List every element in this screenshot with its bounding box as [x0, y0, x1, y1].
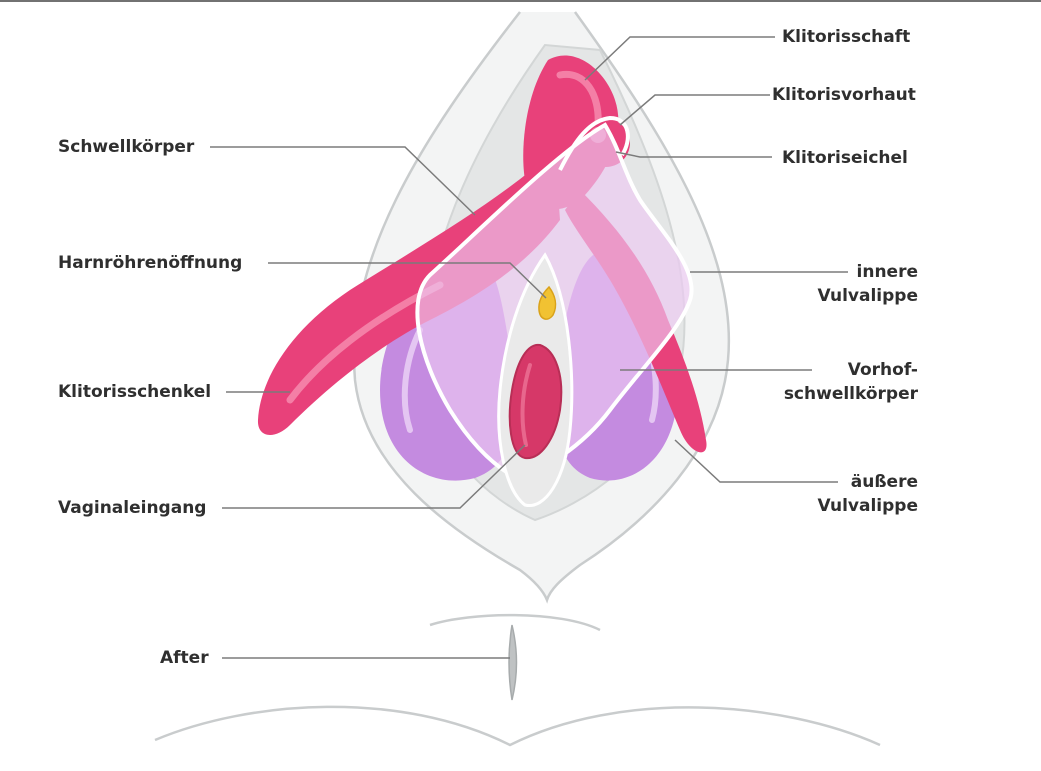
label-harnroehrenoeffnung: Harnröhrenöffnung: [58, 253, 243, 273]
label-vorhofschwellkoerper: Vorhof- schwellkörper: [770, 358, 918, 406]
leader-aeussere-vulvalippe: [674, 439, 838, 483]
left-clitoral-crus: [257, 150, 560, 436]
label-aeussere-vulvalippe: äußere Vulvalippe: [800, 470, 918, 518]
label-aeussere-vulvalippe-line1: äußere: [850, 472, 918, 492]
leader-klitorisvorhaut: [619, 94, 770, 126]
shaft-highlight: [556, 70, 602, 129]
leader-lines: [210, 36, 848, 659]
label-schwellkoerper: Schwellkörper: [58, 137, 195, 157]
label-klitorisvorhaut: Klitorisvorhaut: [772, 85, 916, 105]
leader-schwellkoerper: [210, 146, 476, 216]
label-after: After: [160, 648, 209, 668]
label-innere-vulvalippe-line1: innere: [856, 262, 918, 282]
clitoral-hood: [558, 115, 630, 171]
leader-vaginaleingang: [222, 444, 526, 509]
label-innere-vulvalippe-line2: Vulvalippe: [817, 286, 918, 306]
label-klitorisschenkel: Klitorisschenkel: [58, 382, 212, 402]
perineum-curve: [429, 613, 601, 632]
crus-highlight: [286, 281, 444, 404]
label-aeussere-vulvalippe-line2: Vulvalippe: [817, 496, 918, 516]
label-innere-vulvalippe: innere Vulvalippe: [800, 260, 918, 308]
leader-harnroehrenoeffnung: [268, 262, 547, 299]
label-vorhofschwellkoerper-line2: schwellkörper: [783, 384, 918, 404]
left-bulb-highlight: [401, 327, 423, 433]
vaginal-opening-highlight: [520, 363, 532, 447]
label-klitoriseichel: Klitoriseichel: [782, 148, 908, 168]
label-klitorisschaft: Klitorisschaft: [782, 27, 911, 47]
label-vaginaleingang: Vaginaleingang: [58, 498, 207, 518]
leader-klitoriseichel: [615, 151, 772, 158]
leader-klitorisschaft: [584, 36, 775, 81]
anus: [508, 624, 518, 701]
buttock-curve: [154, 705, 881, 747]
label-vorhofschwellkoerper-line1: Vorhof-: [847, 360, 918, 380]
